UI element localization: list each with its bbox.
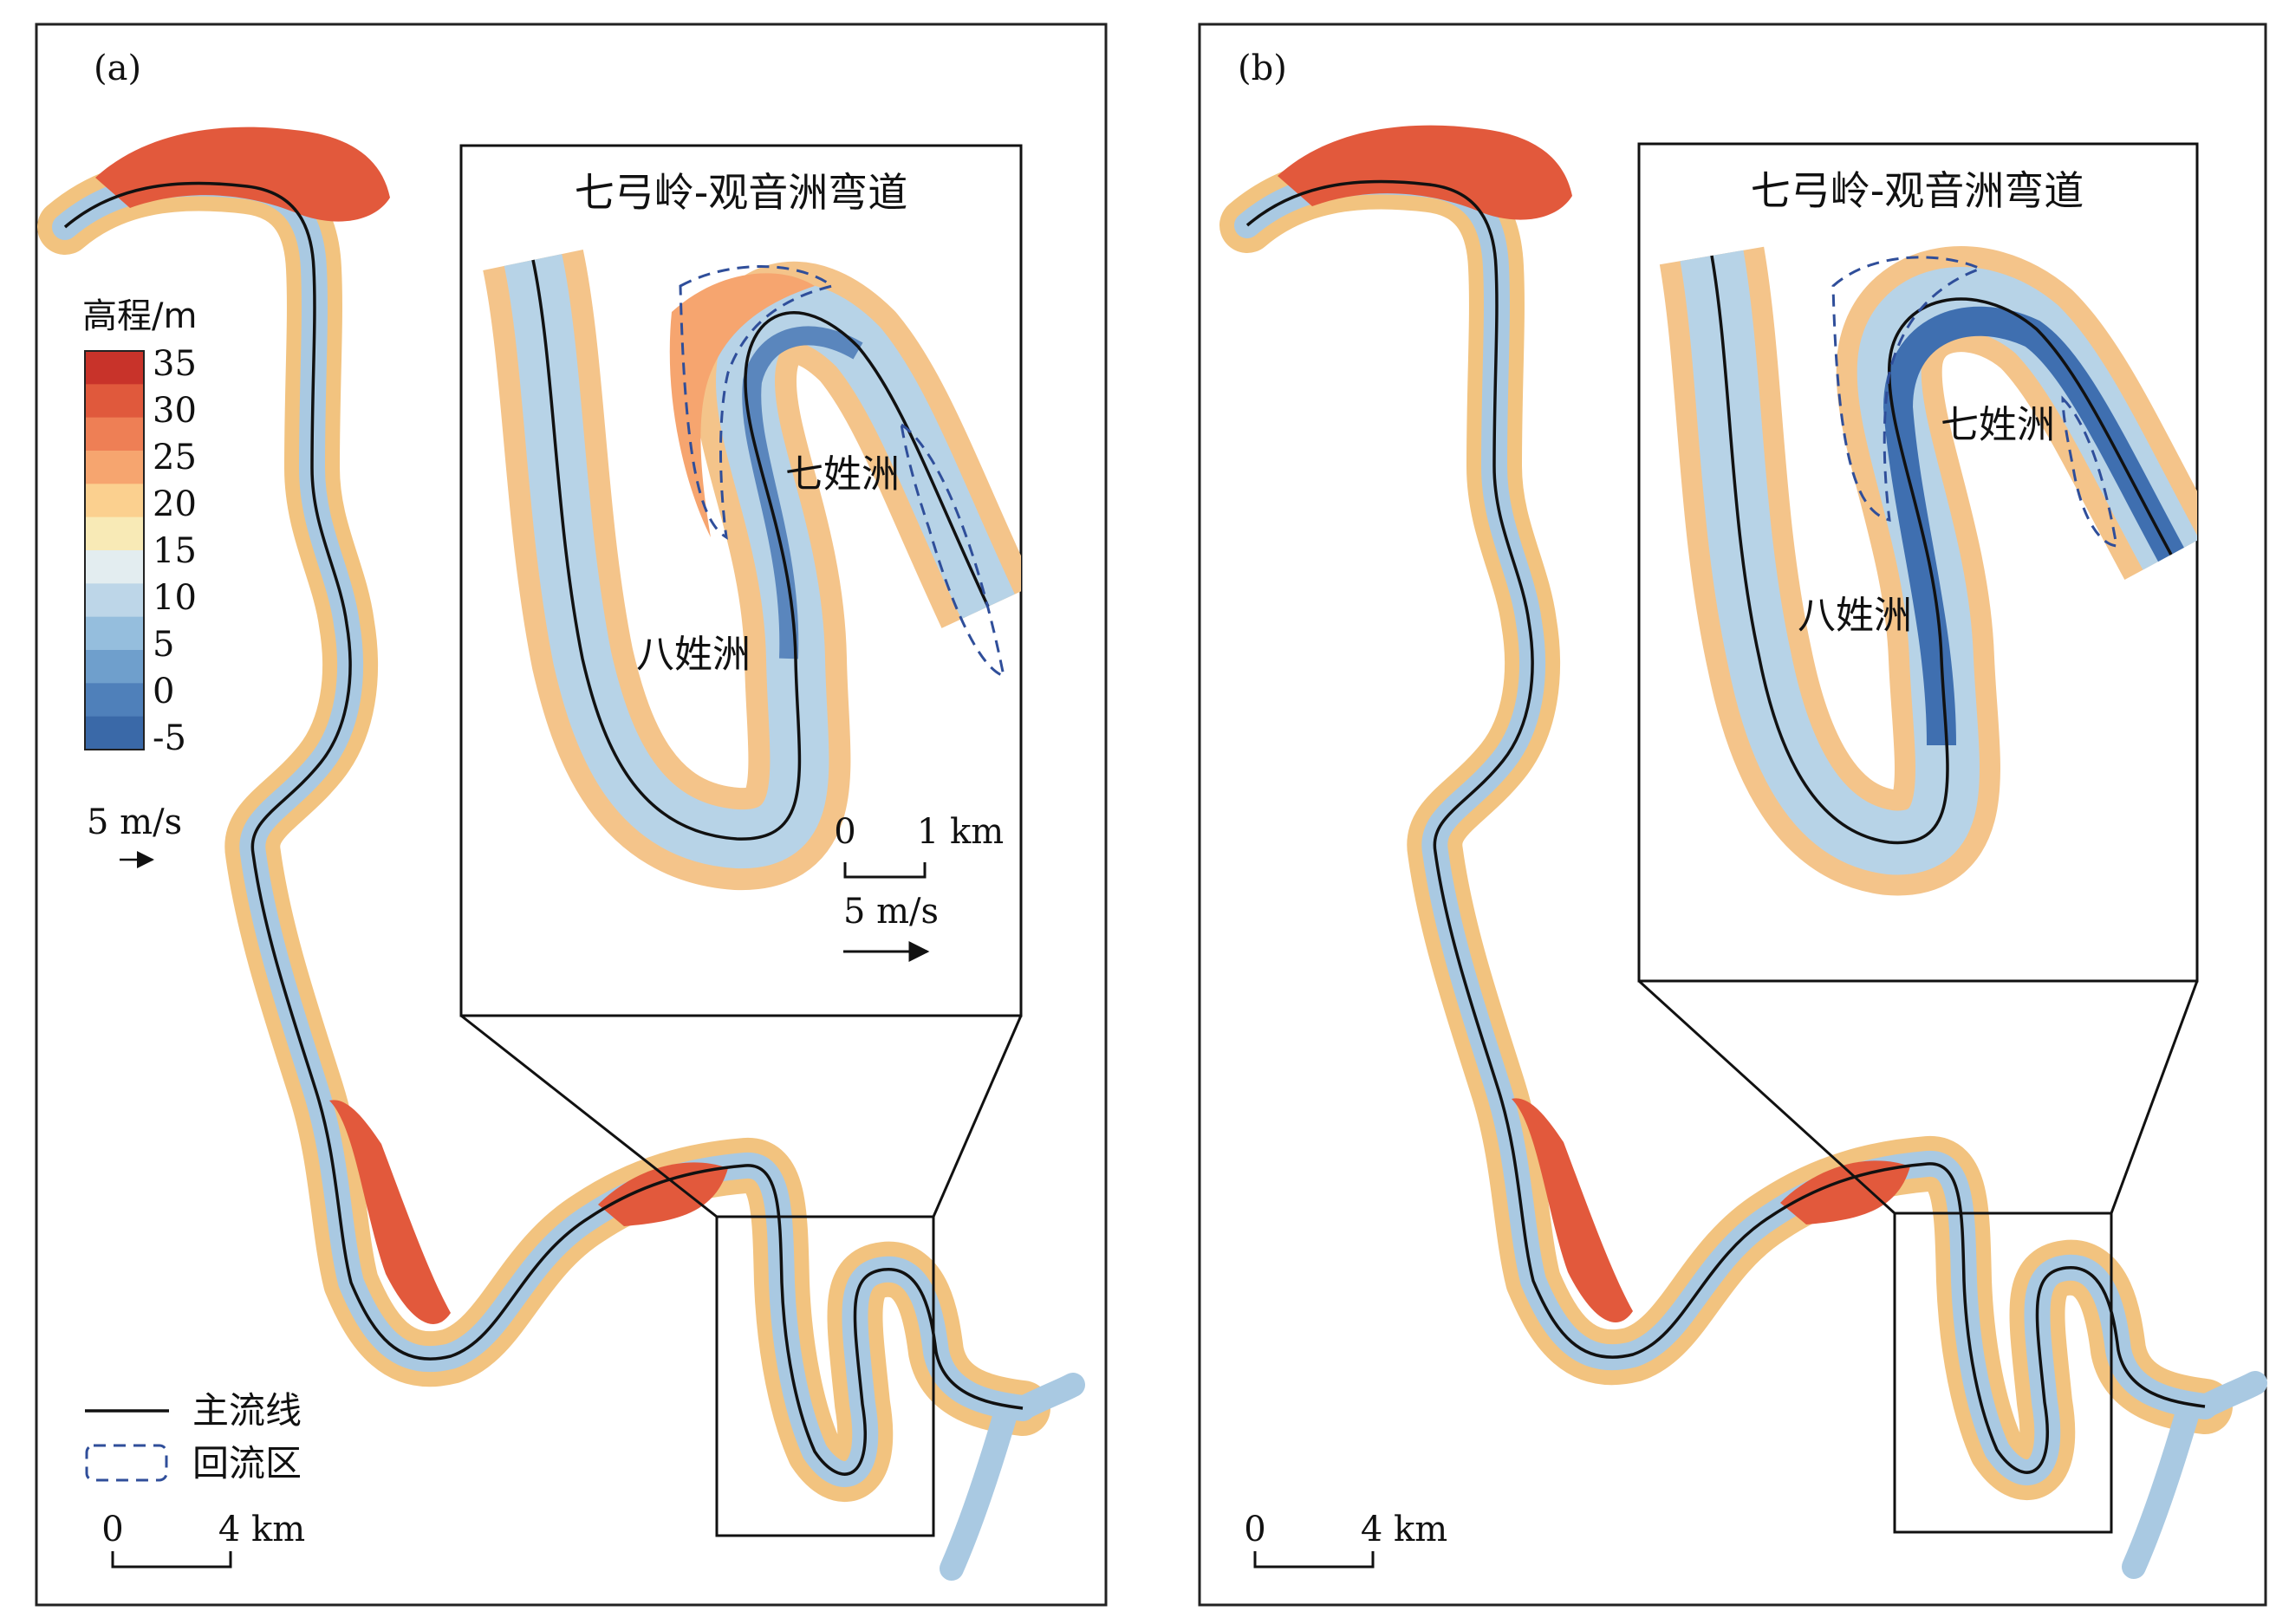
inset-b-bar-lower: 八姓洲 xyxy=(1798,594,1912,638)
inset-a-scale-line xyxy=(843,862,927,879)
colorbar-tick-label: 10 xyxy=(153,578,197,618)
recirc-legend-label: 回流区 xyxy=(192,1442,302,1484)
scalebar-a: 0 4 km xyxy=(101,1510,305,1569)
colorbar-segment xyxy=(85,583,144,618)
panel-a: (a) 七弓岭-观音洲弯道 xyxy=(35,23,1108,1607)
tributary-b xyxy=(2122,1371,2267,1579)
panel-b: (b) 七弓岭-观音洲弯道 七姓洲 八姓洲 xyxy=(1198,23,2267,1607)
colorbar-segment xyxy=(85,516,144,551)
zoom-connector-left-a xyxy=(460,1014,718,1218)
colorbar-tick-label: -5 xyxy=(153,718,186,758)
zoom-connector-right-a xyxy=(932,1015,1023,1218)
scalebar-b-zero: 0 xyxy=(1244,1510,1265,1549)
mainline-b xyxy=(1245,179,2206,1474)
colorbar-frame xyxy=(84,350,145,750)
floodplain-top-a xyxy=(95,127,390,222)
colorbar-tick-label: 15 xyxy=(153,531,197,571)
line-legend: 主流线 回流区 xyxy=(85,1389,302,1484)
inset-a-scale-zero: 0 xyxy=(834,812,855,852)
inset-b: 七弓岭-观音洲弯道 七姓洲 八姓洲 xyxy=(1637,142,2199,983)
scalebar-a-end: 4 km xyxy=(218,1510,305,1549)
floodplain-mid-b xyxy=(1780,1160,1910,1224)
inset-b-recirc-zone-2 xyxy=(2061,395,2118,548)
floodplain-bend-b xyxy=(1512,1098,1633,1322)
panel-a-frame xyxy=(35,23,1108,1607)
scalebar-a-line xyxy=(111,1551,232,1569)
scalebar-a-zero: 0 xyxy=(101,1510,123,1549)
colorbar-segment xyxy=(85,683,144,718)
scalebar-b-line xyxy=(1253,1551,1375,1569)
panel-b-frame xyxy=(1198,23,2267,1607)
colorbar-tick-label: 0 xyxy=(153,672,174,711)
inset-a: 七弓岭-观音洲弯道 七姓洲 八姓洲 0 1 km 5 m/s xyxy=(459,144,1023,1017)
colorbar xyxy=(84,350,145,750)
colorbar-tick-label: 30 xyxy=(153,391,197,431)
colorbar-tick-label: 20 xyxy=(153,484,197,524)
inset-a-bar-upper: 七姓洲 xyxy=(785,452,900,497)
scalebar-b-end: 4 km xyxy=(1361,1510,1447,1549)
legend-title: 高程/m xyxy=(82,296,197,336)
floodplain-mid-a xyxy=(598,1162,728,1226)
zoom-connector-right-b xyxy=(2110,980,2199,1214)
colorbar-segment xyxy=(85,650,144,684)
colorbar-segment xyxy=(85,716,144,750)
elevation-legend: 高程/m 35 30 25 20 15 10 5 0 -5 xyxy=(82,296,197,758)
mainline-legend-label: 主流线 xyxy=(192,1389,302,1432)
zoom-box-b xyxy=(1893,1212,2113,1534)
panel-b-label: (b) xyxy=(1238,49,1287,88)
inset-b-bar-upper: 七姓洲 xyxy=(1941,403,2055,447)
scalebar-b: 0 4 km xyxy=(1244,1510,1447,1569)
river-map-a xyxy=(37,127,1085,1581)
floodplain-bend-a xyxy=(329,1100,451,1324)
zoom-box-a xyxy=(715,1215,935,1537)
inset-a-bar-lower: 八姓洲 xyxy=(636,633,751,677)
colorbar-segment xyxy=(85,616,144,651)
colorbar-segment xyxy=(85,384,144,419)
colorbar-segment xyxy=(85,417,144,451)
inset-a-mainline xyxy=(531,259,990,841)
inset-a-recirc-zone-2 xyxy=(899,421,1005,679)
colorbar-segment xyxy=(85,550,144,584)
colorbar-tick-label: 25 xyxy=(153,438,197,477)
colorbar-tick-label: 35 xyxy=(153,344,197,384)
mainline-a xyxy=(63,181,1024,1476)
velocity-label-a: 5 m/s xyxy=(87,802,182,842)
panel-a-label: (a) xyxy=(94,49,141,88)
recirc-legend-sample xyxy=(85,1444,168,1482)
colorbar-ticks: 35 30 25 20 15 10 5 0 -5 xyxy=(153,344,197,758)
inset-a-title: 七弓岭-观音洲弯道 xyxy=(575,169,908,216)
colorbar-segment xyxy=(85,351,144,385)
inset-a-channel-thalweg xyxy=(742,326,863,659)
inset-a-recirc-zone-1 xyxy=(679,265,836,540)
inset-b-recirc-zone-1 xyxy=(1831,256,1985,522)
inset-a-bar-island xyxy=(669,273,815,537)
inset-b-title: 七弓岭-观音洲弯道 xyxy=(1751,167,2084,214)
colorbar-segment xyxy=(85,484,144,518)
tributary-a xyxy=(940,1373,1085,1581)
inset-a-velocity-label: 5 m/s xyxy=(843,892,939,932)
inset-b-mainline xyxy=(1710,255,2173,845)
inset-a-scale-end: 1 km xyxy=(917,812,1004,852)
colorbar-tick-label: 5 xyxy=(153,625,174,665)
zoom-connector-left-b xyxy=(1637,979,1896,1215)
river-map-b xyxy=(1219,125,2267,1579)
colorbar-segment xyxy=(85,451,144,484)
floodplain-top-b xyxy=(1278,125,1572,220)
inset-a-scalebar: 0 1 km xyxy=(834,812,1004,879)
